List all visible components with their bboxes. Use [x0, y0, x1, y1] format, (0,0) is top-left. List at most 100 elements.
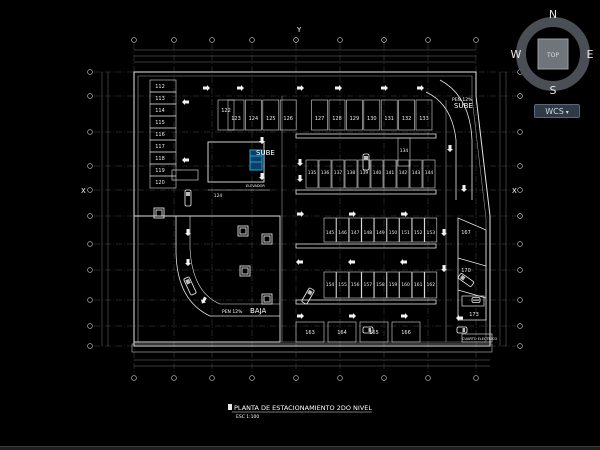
grid-bubble [517, 93, 523, 99]
direction-arrow-icon [185, 229, 191, 236]
stall-number: 153 [427, 230, 436, 236]
stall-number: 147 [351, 230, 360, 236]
direction-arrow-icon [182, 99, 189, 105]
direction-arrow-icon [400, 259, 407, 265]
stall-number: 148 [364, 230, 373, 236]
parking-stall [409, 159, 423, 189]
compass-north[interactable]: N [549, 8, 557, 21]
direction-arrow-icon [381, 85, 388, 91]
stall-number: 152 [414, 230, 423, 236]
ramp-down-slope: PEN 12% [222, 309, 243, 315]
stall-number: 164 [337, 330, 347, 336]
grid-bubble [293, 37, 299, 43]
direction-arrow-icon [441, 265, 447, 272]
grid-bubble [249, 37, 255, 43]
grid-bubble [171, 375, 177, 381]
parking-stall [348, 217, 362, 243]
parking-stall [391, 321, 421, 343]
grid-bubble [87, 297, 93, 303]
stall-number: 137 [334, 170, 343, 176]
grid-bubble [209, 37, 215, 43]
ramp-up-slope: PEN 12% [452, 97, 473, 103]
grid-bubble [87, 343, 93, 349]
stall-number: 159 [389, 282, 398, 288]
direction-arrow-icon [401, 313, 408, 319]
parking-stall [149, 175, 177, 189]
direction-arrow-icon [259, 137, 265, 144]
stall-number: 136 [321, 170, 330, 176]
parking-stall [311, 99, 328, 131]
compass-south[interactable]: S [550, 84, 557, 96]
direction-arrow-icon [349, 313, 356, 319]
direction-arrow-icon [237, 85, 244, 91]
parking-stall [217, 99, 235, 131]
car-icon [362, 153, 370, 171]
stall-number: 112 [155, 84, 165, 90]
direction-arrow-icon [182, 157, 189, 163]
grid-bubble [87, 323, 93, 329]
stall-number: 114 [155, 108, 165, 114]
parking-stall [262, 99, 280, 131]
parking-stall [323, 217, 337, 243]
grid-bubble [473, 375, 479, 381]
direction-arrow-icon [259, 173, 265, 180]
stall-number: 123 [231, 116, 241, 122]
grid-bubble [517, 129, 523, 135]
stair-core [171, 141, 270, 191]
direction-arrow-icon [203, 85, 210, 91]
stall-number: 125 [266, 116, 276, 122]
stall-number: 151 [401, 230, 410, 236]
parking-stall [399, 217, 412, 243]
grid-bubble [87, 187, 93, 193]
parking-stall [411, 217, 425, 243]
direction-arrow-icon [200, 296, 207, 304]
grid-bubbles [87, 37, 523, 381]
axis-y-label: Y [296, 26, 302, 34]
grid-bubble [87, 213, 93, 219]
stall-number: 113 [155, 96, 165, 102]
stall-number: 139 [360, 170, 369, 176]
stall-number: 126 [283, 116, 293, 122]
stalls-top-row [217, 99, 433, 131]
car-icon [471, 297, 481, 303]
viewcube[interactable]: TOP N S E W [510, 8, 596, 96]
stalls-lower-row [323, 271, 438, 299]
parking-stall [305, 159, 319, 189]
parking-stall [383, 159, 397, 189]
parking-stall [374, 271, 387, 299]
compass-east[interactable]: E [587, 48, 594, 61]
parking-stall [328, 99, 346, 131]
stall-number: 142 [399, 170, 408, 176]
parking-stall [279, 99, 297, 131]
car-icon [301, 287, 315, 305]
grid-bubble [517, 297, 523, 303]
wcs-menu-button[interactable]: WCS▾ [534, 104, 580, 118]
grid-bubble [87, 93, 93, 99]
grid-bubble [87, 69, 93, 75]
viewcube-face[interactable] [537, 38, 569, 70]
compass-west[interactable]: W [511, 48, 522, 61]
status-bar [0, 446, 600, 450]
car-icon [456, 326, 468, 334]
direction-arrow-icon [461, 185, 467, 192]
parking-stall [361, 271, 375, 299]
stall-number: 127 [315, 116, 325, 122]
parking-stall [227, 99, 245, 131]
stall-number: 173 [469, 312, 479, 318]
ramp-up-label-right: SUBE [454, 102, 473, 110]
direction-arrow-icon [297, 175, 303, 182]
compass-ring[interactable] [516, 17, 590, 91]
ramp-up-label: SUBE [256, 149, 275, 157]
stalls-left-column [149, 79, 177, 189]
car-icon [183, 276, 197, 296]
parking-stall [346, 99, 363, 131]
car-icon [362, 326, 374, 334]
stall-number: 149 [376, 230, 385, 236]
parking-stall [331, 159, 345, 189]
grid-bubble [87, 241, 93, 247]
parking-stall [411, 271, 425, 299]
stalls-middle-top [305, 137, 436, 189]
